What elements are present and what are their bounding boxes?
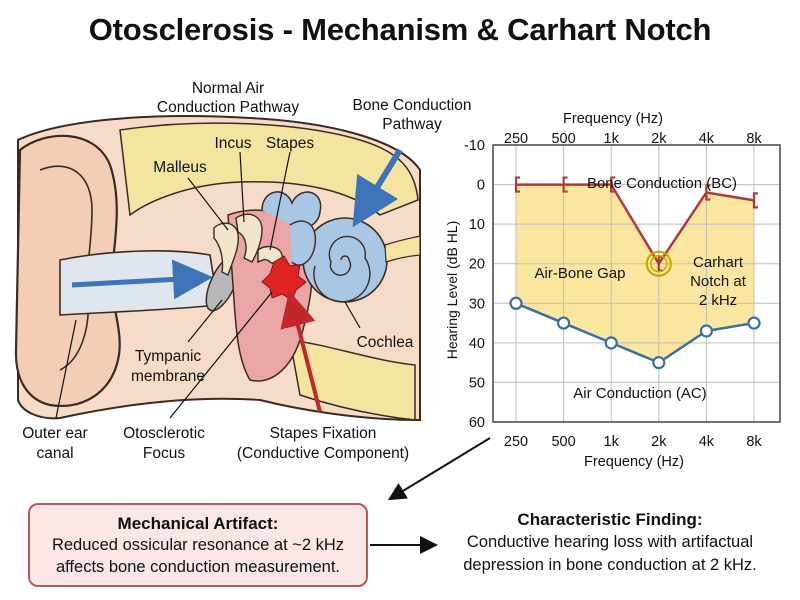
label-bone-path-2: Pathway <box>382 116 442 133</box>
bc-point <box>562 176 568 193</box>
chart-top-xlabel: Frequency (Hz) <box>563 111 663 127</box>
x-tick-label-bottom: 500 <box>551 434 575 450</box>
incus-leader <box>239 151 245 223</box>
y-tick-label: 0 <box>477 178 485 194</box>
air-arrow <box>71 259 213 300</box>
label-malleus: Malleus <box>153 159 207 176</box>
label-stapes: Stapes <box>266 135 315 152</box>
carhart-notch-label-1: Carhart <box>693 254 744 271</box>
ear-illustration <box>14 115 421 422</box>
air-bone-gap-fill <box>516 184 754 363</box>
cochlea-shape <box>302 217 388 303</box>
ac-series-label: Air Conduction (AC) <box>573 385 706 402</box>
y-tick-label: 20 <box>469 257 485 273</box>
bc-series-line <box>516 183 755 267</box>
air-bone-gap-label: Air-Bone Gap <box>535 265 626 282</box>
ac-point <box>604 336 618 350</box>
plot-frame <box>492 144 781 423</box>
cochlea-leader <box>344 301 361 329</box>
bc-point <box>514 176 520 193</box>
ac-point <box>556 316 571 330</box>
chart-to-box-arrow <box>387 437 491 501</box>
tympanic-leader <box>187 299 223 343</box>
label-outer-ear-2: canal <box>36 445 73 462</box>
characteristic-finding-line1: Conductive hearing loss with artifactual <box>466 533 754 551</box>
characteristic-finding-line2: depression in bone conduction at 2 kHz. <box>463 556 757 574</box>
x-tick-label-bottom: 8k <box>746 434 762 450</box>
mechanical-artifact-line1: Reduced ossicular resonance at ~2 kHz <box>51 536 345 554</box>
x-tick-label-top: 250 <box>504 131 528 147</box>
y-tick-label: 30 <box>469 296 485 312</box>
x-tick-label-top: 1k <box>604 131 620 147</box>
auditory-nerve <box>384 235 421 263</box>
ac-point <box>652 356 666 370</box>
stapes-fixation-arrow <box>280 290 322 413</box>
stapes-leader <box>269 151 291 251</box>
cochlea-spiral <box>313 235 371 303</box>
x-tick-label-top: 4k <box>699 131 715 147</box>
label-bone-path-1: Bone Conduction <box>353 97 472 114</box>
bc-point <box>705 184 711 201</box>
malleus-leader <box>187 177 229 231</box>
chart-bottom-xlabel: Frequency (Hz) <box>584 454 684 470</box>
y-tick-label: 40 <box>469 336 485 352</box>
y-tick-label: 50 <box>469 375 485 391</box>
x-tick-label-top: 8k <box>746 131 762 147</box>
label-stapes-fixation-1: Stapes Fixation <box>270 425 377 442</box>
carhart-notch-ring-inner <box>649 254 668 273</box>
characteristic-finding-box: Characteristic Finding: Conductive heari… <box>440 510 780 576</box>
x-tick-label-top: 2k <box>651 131 667 147</box>
bc-point <box>752 192 758 209</box>
ac-point <box>509 296 523 310</box>
malleus <box>213 222 240 276</box>
ac-point <box>699 324 714 338</box>
bc-series-label: Bone Conduction (BC) <box>587 175 737 192</box>
label-normal-air-2: Conduction Pathway <box>157 99 299 116</box>
carhart-notch-label-2: Notch at <box>690 273 747 290</box>
outer-ear-leader <box>55 319 77 419</box>
audiogram-chart: Frequency (Hz) Frequency (Hz) Hearing Le… <box>444 111 781 470</box>
label-otosclerotic-1: Otosclerotic <box>123 425 205 442</box>
x-tick-label-bottom: 250 <box>504 434 528 450</box>
carhart-notch-label-3: 2 kHz <box>699 292 737 309</box>
temporal-bone <box>119 122 419 217</box>
page-title: Otosclerosis - Mechanism & Carhart Notch <box>88 12 712 47</box>
x-tick-label-bottom: 1k <box>604 434 620 450</box>
bc-point <box>610 176 616 193</box>
x-tick-label-bottom: 2k <box>651 434 667 450</box>
y-tick-label: -10 <box>464 138 485 154</box>
mechanical-artifact-heading: Mechanical Artifact: <box>117 514 279 533</box>
label-otosclerotic-2: Focus <box>143 445 185 462</box>
y-tick-label: 60 <box>469 415 485 431</box>
vestibule <box>289 220 317 266</box>
label-stapes-fixation-2: (Conductive Component) <box>237 445 409 462</box>
ac-point <box>747 316 761 330</box>
incus <box>235 213 263 263</box>
x-tick-label-top: 500 <box>551 131 575 147</box>
label-outer-ear-1: Outer ear <box>22 425 87 442</box>
mechanical-artifact-box: Mechanical Artifact: Reduced ossicular r… <box>28 503 368 587</box>
ear-labels: Normal Air Conduction Pathway Bone Condu… <box>22 80 471 462</box>
x-tick-label-bottom: 4k <box>699 434 715 450</box>
label-tympanic-1: Tympanic <box>135 348 202 365</box>
label-cochlea: Cochlea <box>357 334 414 351</box>
bone-conduction-arrow <box>352 148 403 228</box>
lower-bone <box>289 339 416 421</box>
carhart-notch-ring-outer <box>645 250 672 277</box>
focus-leader <box>169 291 273 419</box>
label-incus: Incus <box>214 135 251 152</box>
ac-series-line <box>515 302 755 365</box>
characteristic-finding-heading: Characteristic Finding: <box>517 510 703 529</box>
chart-ylabel: Hearing Level (dB HL) <box>444 221 460 360</box>
label-normal-air-1: Normal Air <box>192 80 264 97</box>
label-tympanic-2: membrane <box>131 368 205 385</box>
mechanical-artifact-line2: affects bone conduction measurement. <box>55 558 341 576</box>
y-tick-label: 10 <box>469 217 485 233</box>
